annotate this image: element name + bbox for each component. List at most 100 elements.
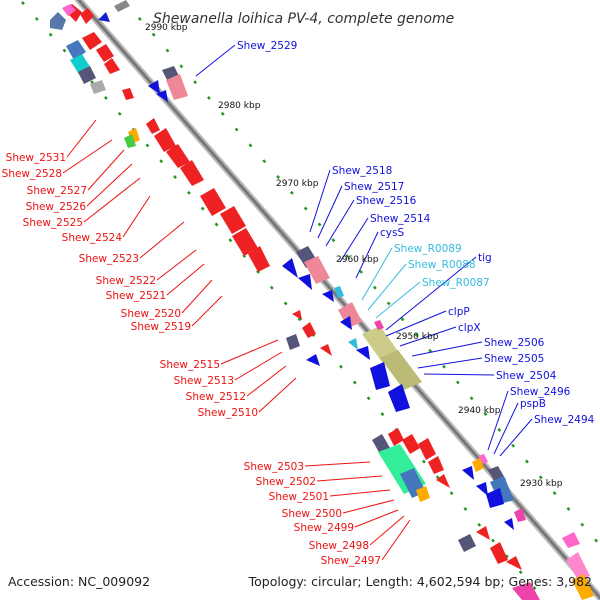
gene-block[interactable] xyxy=(572,574,594,600)
gene-label[interactable]: Shew_2499 xyxy=(294,522,354,534)
gene-label[interactable]: clpP xyxy=(448,306,470,318)
gene-block-olive[interactable] xyxy=(380,350,422,390)
gene-block[interactable] xyxy=(562,532,580,548)
gene-label[interactable]: Shew_R0088 xyxy=(408,259,476,271)
gene-arrow-forward[interactable] xyxy=(388,384,410,412)
gene-label[interactable]: Shew_2527 xyxy=(27,185,87,197)
gene-block[interactable] xyxy=(78,66,96,84)
gene-label[interactable]: Shew_2510 xyxy=(198,407,258,419)
gene-arrow-forward[interactable] xyxy=(370,362,390,390)
gene-label[interactable]: Shew_2496 xyxy=(510,386,571,398)
gene-arrow-reverse[interactable] xyxy=(292,310,302,320)
gene-block[interactable] xyxy=(458,534,476,552)
gene-label[interactable]: Shew_R0087 xyxy=(422,277,490,289)
gene-label[interactable]: Shew_2506 xyxy=(484,337,545,349)
gene-label[interactable]: Shew_2502 xyxy=(256,476,316,488)
gene-label[interactable]: Shew_2523 xyxy=(79,253,139,265)
gene-block-orange[interactable] xyxy=(472,458,484,472)
gene-block[interactable] xyxy=(478,454,488,464)
gene-block[interactable] xyxy=(512,582,540,600)
gene-arrow-reverse[interactable] xyxy=(490,542,508,564)
gene-arrow-reverse[interactable] xyxy=(402,434,420,454)
gene-arrow-forward[interactable] xyxy=(340,316,352,330)
gene-arrow-reverse[interactable] xyxy=(82,32,102,50)
gene-label[interactable]: Shew_2528 xyxy=(2,168,62,180)
gene-label[interactable]: Shew_2526 xyxy=(26,201,87,213)
gene-block[interactable] xyxy=(166,74,188,100)
gene-arrow-forward[interactable] xyxy=(148,80,160,94)
gene-arrow-reverse[interactable] xyxy=(166,144,190,168)
gene-block-pink[interactable] xyxy=(514,508,526,522)
gene-arrow-reverse[interactable] xyxy=(232,228,258,256)
gene-block-olive[interactable] xyxy=(362,326,400,362)
gene-arrow-reverse[interactable] xyxy=(302,322,316,338)
gene-block[interactable] xyxy=(566,552,590,580)
gene-arrow-forward[interactable] xyxy=(348,338,358,350)
gene-arrow-reverse[interactable] xyxy=(104,58,120,74)
gene-label[interactable]: clpX xyxy=(458,322,481,334)
gene-label[interactable]: Shew_2513 xyxy=(174,375,234,387)
gene-arrow-reverse[interactable] xyxy=(388,428,404,446)
gene-block[interactable] xyxy=(114,0,130,12)
gene-arrow-reverse[interactable] xyxy=(476,526,490,540)
gene-label[interactable]: pspB xyxy=(520,398,546,410)
gene-arrow-reverse[interactable] xyxy=(220,206,246,234)
gene-arrow-forward[interactable] xyxy=(322,290,334,302)
gene-label[interactable]: Shew_2529 xyxy=(237,40,297,52)
gene-label[interactable]: Shew_2518 xyxy=(332,165,392,177)
gene-label[interactable]: Shew_2516 xyxy=(356,195,417,207)
gene-arrow-reverse[interactable] xyxy=(80,8,94,24)
gene-label[interactable]: Shew_2514 xyxy=(370,213,431,225)
gene-arrow-forward[interactable] xyxy=(476,482,488,496)
gene-label[interactable]: tig xyxy=(478,252,492,264)
gene-block-pink[interactable] xyxy=(62,4,76,16)
gene-block[interactable] xyxy=(490,476,514,504)
gene-arrow-reverse[interactable] xyxy=(200,188,226,216)
gene-label[interactable]: Shew_2531 xyxy=(6,152,66,164)
gene-block[interactable] xyxy=(286,334,300,350)
gene-arrow-reverse[interactable] xyxy=(506,556,522,570)
gene-label[interactable]: Shew_2498 xyxy=(309,540,369,552)
gene-arrow-reverse[interactable] xyxy=(96,44,114,62)
gene-label[interactable]: Shew_2515 xyxy=(160,359,220,371)
gene-label[interactable]: Shew_R0089 xyxy=(394,243,462,255)
gene-arrow-reverse[interactable] xyxy=(50,12,66,30)
gene-label[interactable]: Shew_2501 xyxy=(269,491,329,503)
gene-label[interactable]: Shew_2517 xyxy=(344,181,404,193)
gene-block-green[interactable] xyxy=(124,134,136,148)
gene-label[interactable]: Shew_2503 xyxy=(244,461,304,473)
gene-block-pink[interactable] xyxy=(374,320,384,330)
gene-label[interactable]: Shew_2524 xyxy=(62,232,123,244)
gene-arrow-reverse[interactable] xyxy=(154,128,176,152)
gene-arrow-reverse[interactable] xyxy=(320,344,332,356)
gene-arrow-reverse[interactable] xyxy=(428,456,444,474)
gene-arrow-forward[interactable] xyxy=(504,518,514,530)
gene-arrow-forward[interactable] xyxy=(298,274,312,290)
gene-label[interactable]: Shew_2505 xyxy=(484,353,544,365)
gene-arrow-reverse[interactable] xyxy=(248,246,270,272)
gene-arrow-forward[interactable] xyxy=(156,90,168,102)
gene-block[interactable] xyxy=(372,434,390,454)
gene-block-cyan[interactable] xyxy=(334,286,344,298)
gene-arrow-forward[interactable] xyxy=(282,258,298,278)
gene-arrow-reverse[interactable] xyxy=(436,474,450,488)
gene-arrow-reverse[interactable] xyxy=(418,438,436,460)
gene-block-orange[interactable] xyxy=(416,486,430,502)
gene-arrow-reverse[interactable] xyxy=(180,160,204,186)
gene-label[interactable]: Shew_2520 xyxy=(121,308,181,320)
gene-label[interactable]: cysS xyxy=(380,227,404,239)
gene-arrow-reverse[interactable] xyxy=(146,118,160,134)
gene-label[interactable]: Shew_2504 xyxy=(496,370,557,382)
gene-label[interactable]: Shew_2500 xyxy=(282,508,342,520)
gene-label[interactable]: Shew_2512 xyxy=(186,391,246,403)
gene-block[interactable] xyxy=(90,80,106,94)
gene-arrow-forward[interactable] xyxy=(356,346,370,360)
gene-block[interactable] xyxy=(338,302,362,328)
gene-label[interactable]: Shew_2494 xyxy=(534,414,595,426)
gene-arrow-forward[interactable] xyxy=(306,354,320,366)
gene-block[interactable] xyxy=(304,256,330,284)
gene-arrow-forward[interactable] xyxy=(462,466,474,480)
gene-label[interactable]: Shew_2521 xyxy=(106,290,166,302)
gene-label[interactable]: Shew_2497 xyxy=(321,555,381,567)
gene-label[interactable]: Shew_2525 xyxy=(23,217,83,229)
